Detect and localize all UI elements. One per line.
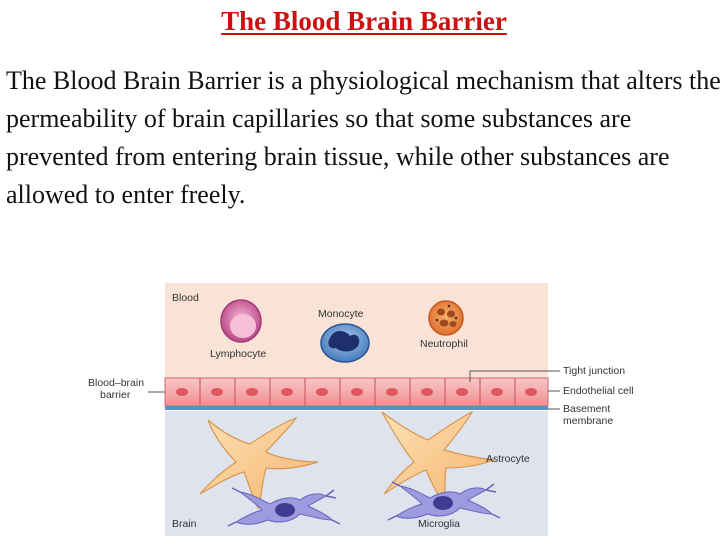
blood-brain-barrier-label-2: barrier	[100, 389, 131, 401]
neutrophil-cell	[428, 300, 464, 336]
leader-lines	[469, 370, 560, 410]
endothelial-layer	[164, 377, 549, 407]
tight-junction-label: Tight junction	[563, 365, 625, 377]
microglia-cell-right	[387, 481, 501, 521]
blood-label: Blood	[172, 292, 199, 304]
microglia-label: Microglia	[418, 518, 460, 530]
lymphocyte-cell	[220, 299, 262, 343]
brain-label: Brain	[172, 518, 197, 530]
microglia-cell-left	[227, 487, 341, 527]
basement-membrane-label-1: Basement	[563, 403, 610, 415]
neutrophil-label: Neutrophil	[420, 338, 468, 350]
lymphocyte-label: Lymphocyte	[210, 348, 266, 360]
basement-membrane-label-2: membrane	[563, 415, 613, 427]
basement-membrane	[165, 406, 548, 410]
astrocyte-label: Astrocyte	[486, 453, 530, 465]
page-title: The Blood Brain Barrier	[221, 6, 507, 36]
blood-brain-barrier-label-1: Blood–brain	[88, 377, 144, 389]
endothelial-cell-label: Endothelial cell	[563, 385, 634, 397]
monocyte-cell	[320, 323, 370, 363]
monocyte-label: Monocyte	[318, 308, 364, 320]
description-paragraph: The Blood Brain Barrier is a physiologic…	[6, 66, 721, 209]
astrocyte-cell-left	[199, 416, 319, 510]
